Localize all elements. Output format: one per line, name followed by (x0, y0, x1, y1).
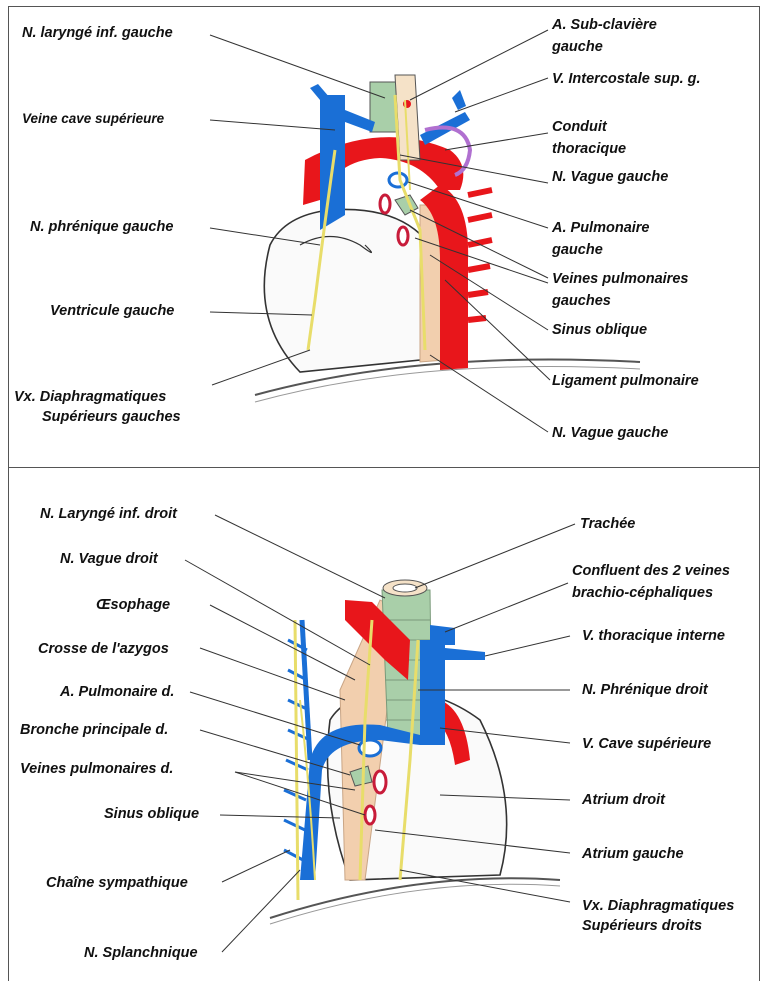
label-vx-diaphragmatiques-2: Supérieurs gauches (42, 408, 181, 426)
label-n-splanchnique: N. Splanchnique (84, 944, 198, 962)
superior-vena-cava-bottom (420, 640, 445, 745)
label-atrium-gauche: Atrium gauche (582, 845, 684, 863)
label-a-subclaviere-2: gauche (552, 38, 603, 56)
label-n-phrenique-droit: N. Phrénique droit (582, 681, 708, 699)
label-veines-pulm-d: Veines pulmonaires d. (20, 760, 173, 778)
label-v-intercostale: V. Intercostale sup. g. (552, 70, 701, 88)
right-pulmonary-artery (359, 740, 381, 756)
label-sinus-oblique-bottom: Sinus oblique (104, 805, 199, 823)
label-vx-diaphragmatiques-1: Vx. Diaphragmatiques (14, 388, 166, 406)
label-v-thoracique-interne: V. thoracique interne (582, 627, 725, 645)
label-n-phrenique-gauche: N. phrénique gauche (30, 218, 173, 236)
label-trachee: Trachée (580, 515, 635, 533)
label-a-pulmonaire-d: A. Pulmonaire d. (60, 683, 174, 701)
label-a-pulmonaire-1: A. Pulmonaire (552, 219, 650, 237)
label-n-larynge-inf-gauche: N. laryngé inf. gauche (22, 24, 173, 42)
sympathetic-chain (295, 620, 298, 900)
internal-thoracic-vein (445, 648, 485, 660)
label-n-larynge-inf-droit: N. Laryngé inf. droit (40, 505, 177, 523)
label-a-subclaviere-1: A. Sub-clavière (552, 16, 657, 34)
label-veine-cave-sup: Veine cave supérieure (22, 110, 164, 128)
label-a-pulmonaire-2: gauche (552, 241, 603, 259)
label-veines-pulm-1: Veines pulmonaires (552, 270, 688, 288)
label-v-cave-sup: V. Cave supérieure (582, 735, 711, 753)
label-chaine-sympathique: Chaîne sympathique (46, 874, 188, 892)
label-vx-diaph-1: Vx. Diaphragmatiques (582, 897, 734, 915)
label-n-vague-droit: N. Vague droit (60, 550, 158, 568)
label-crosse-azygos: Crosse de l'azygos (38, 640, 169, 658)
label-confluent-2: brachio-céphaliques (572, 584, 713, 602)
label-atrium-droit: Atrium droit (582, 791, 665, 809)
label-ventricule-gauche: Ventricule gauche (50, 302, 174, 320)
label-confluent-1: Confluent des 2 veines (572, 562, 730, 580)
label-n-vague-gauche-2: N. Vague gauche (552, 424, 668, 442)
label-bronche-principale: Bronche principale d. (20, 721, 168, 739)
label-n-vague-gauche-1: N. Vague gauche (552, 168, 668, 186)
label-oesophage: Œsophage (96, 596, 170, 614)
label-sinus-oblique-top: Sinus oblique (552, 321, 647, 339)
label-ligament-pulmonaire: Ligament pulmonaire (552, 372, 699, 390)
label-conduit-2: thoracique (552, 140, 626, 158)
label-vx-diaph-2: Supérieurs droits (582, 917, 702, 935)
label-veines-pulm-2: gauches (552, 292, 611, 310)
right-pulmonary-veins (374, 771, 386, 793)
label-conduit-1: Conduit (552, 118, 607, 136)
